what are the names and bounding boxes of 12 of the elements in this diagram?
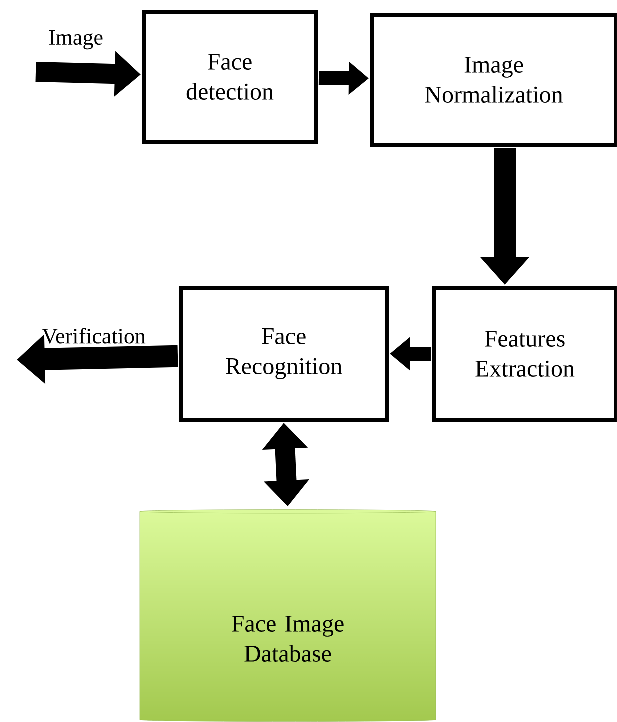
database-cylinder: [140, 510, 436, 722]
edge-label: Image: [49, 30, 103, 50]
edge-label: Verification: [42, 328, 146, 344]
node-text: Face detection: [186, 54, 274, 100]
node-text: Features Extraction: [476, 331, 575, 377]
node-text: Face Image Database: [232, 616, 344, 662]
process-box: [142, 10, 318, 144]
process-box: [179, 286, 389, 422]
node-text: Image Normalization: [425, 57, 563, 103]
process-box: [370, 13, 617, 147]
node-text: Face Recognition: [226, 328, 342, 380]
process-box: [432, 286, 617, 422]
